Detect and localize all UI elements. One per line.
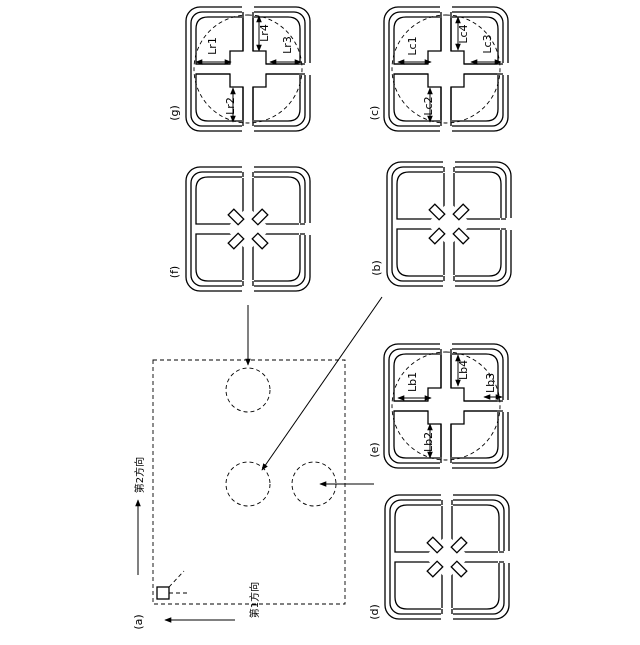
caption-g: (g) — [168, 105, 181, 121]
dim-label-lc2: Lc2 — [422, 96, 435, 115]
panel-g: Lr1 Lr2 Lr3 Lr4 (g) — [168, 5, 312, 133]
dim-label-lr3: Lr3 — [281, 36, 294, 54]
panel-a: 第2方向 第1方向 (a) — [132, 360, 345, 630]
dim-label-lc3: Lc3 — [481, 34, 494, 53]
origin-square — [157, 587, 169, 599]
dim-label-lr4: Lr4 — [258, 24, 271, 42]
dim-label-lb1: Lb1 — [406, 372, 419, 392]
panel-f: (f) — [168, 165, 312, 293]
panel-e: Lb1 Lb2 Lb3 Lb4 (e) — [368, 342, 510, 470]
pad-outline — [384, 5, 510, 133]
caption-e: (e) — [368, 442, 381, 457]
caption-d: (d) — [368, 604, 381, 620]
chip-group — [424, 534, 469, 579]
dim-label-lc4: Lc4 — [457, 24, 470, 43]
dim-label-lc1: Lc1 — [406, 36, 419, 55]
caption-b: (b) — [370, 260, 383, 276]
axis-label-second-direction: 第2方向 — [133, 457, 146, 493]
dim-label-lb3: Lb3 — [484, 373, 497, 393]
panel-b: (b) — [370, 160, 513, 288]
dim-label-lr2: Lr2 — [224, 97, 237, 115]
axis-label-first-direction: 第1方向 — [248, 582, 261, 618]
dim-label-lb2: Lb2 — [422, 432, 435, 452]
chip-group — [225, 206, 270, 251]
panel-a-boundary — [153, 360, 345, 604]
dim-label-lr1: Lr1 — [206, 37, 219, 55]
target-circle-top — [226, 368, 270, 412]
dim-label-lb4: Lb4 — [457, 360, 470, 380]
caption-a: (a) — [132, 614, 145, 629]
origin-dash-diagonal — [169, 571, 184, 587]
chip-group — [426, 201, 471, 246]
panel-d: (d) — [368, 493, 511, 621]
panel-c: Lc1 Lc2 Lc3 Lc4 (c) — [368, 5, 510, 133]
pad-outline — [384, 342, 510, 470]
arrow-b-to-a — [262, 297, 382, 470]
caption-f: (f) — [168, 266, 181, 278]
caption-c: (c) — [368, 106, 381, 121]
pad-outline — [186, 5, 312, 133]
